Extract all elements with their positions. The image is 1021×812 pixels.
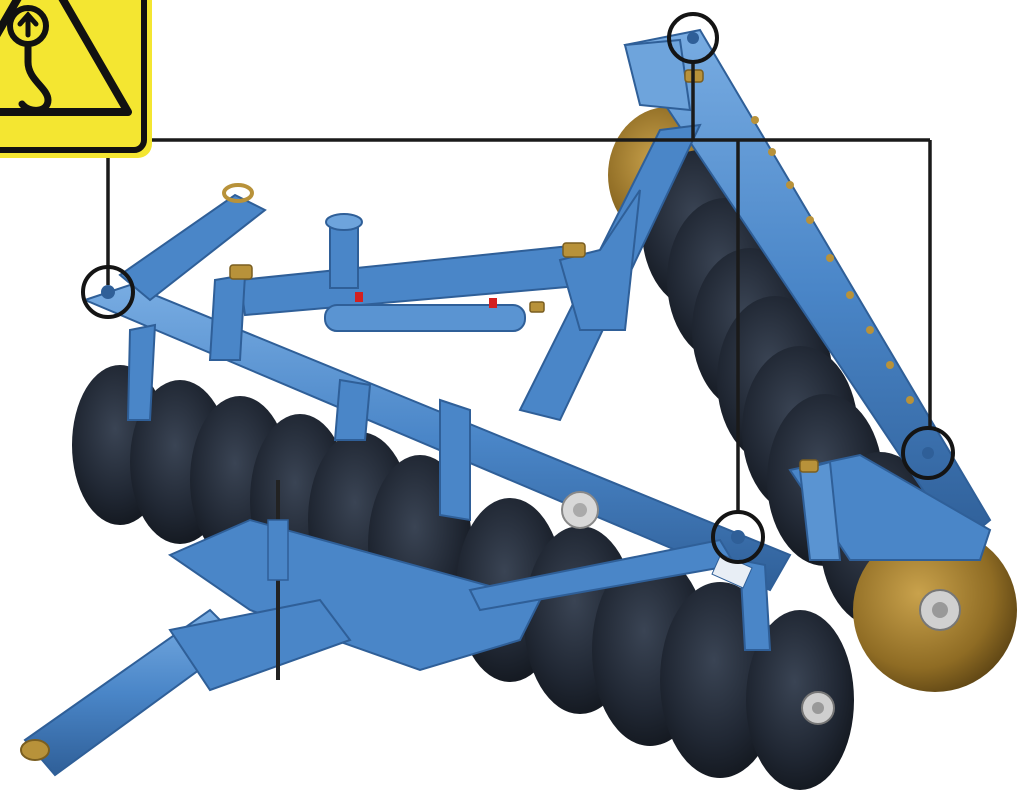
hook-icon (18, 42, 52, 114)
lift-point-mid-right (901, 426, 955, 480)
mast-cap (325, 213, 363, 231)
hub-nut-icon (932, 602, 948, 618)
lift-point-front-left (81, 265, 135, 319)
lift-point-center (711, 510, 765, 564)
lifting-hook-warning-icon (0, 0, 152, 158)
front-standards (126, 273, 772, 651)
rear-hitch-plate (623, 38, 692, 112)
screw-bracket (267, 519, 289, 581)
gear-hub-icon (573, 503, 587, 517)
disc (746, 610, 854, 790)
hydraulic-cylinder (324, 304, 526, 332)
harrow-frame (20, 28, 992, 777)
drawbar-plate (168, 598, 352, 692)
hydraulic-fitting-icon (355, 292, 363, 302)
lifting-lines (106, 60, 932, 512)
link-elbow (558, 189, 641, 331)
arrow-up-icon (17, 11, 39, 38)
center-carrier (167, 518, 542, 672)
rear-standard (798, 460, 842, 561)
left-upper-arm (118, 193, 267, 302)
lifting-eyes (101, 32, 934, 544)
lift-point-top-right (667, 12, 719, 64)
lifting-point-markers (81, 12, 955, 564)
pin-ring-icon (222, 183, 254, 203)
rear-beam-bolts (751, 116, 914, 404)
hydraulic-fitting-icon (489, 298, 497, 308)
warning-sign-border (0, 0, 147, 153)
hub-nut-icon (812, 702, 824, 714)
rear-gang-end-frame (788, 453, 992, 561)
rear-gang-beam (623, 28, 992, 547)
front-gang-beam (82, 283, 792, 592)
hitch-ring-icon (20, 739, 50, 761)
